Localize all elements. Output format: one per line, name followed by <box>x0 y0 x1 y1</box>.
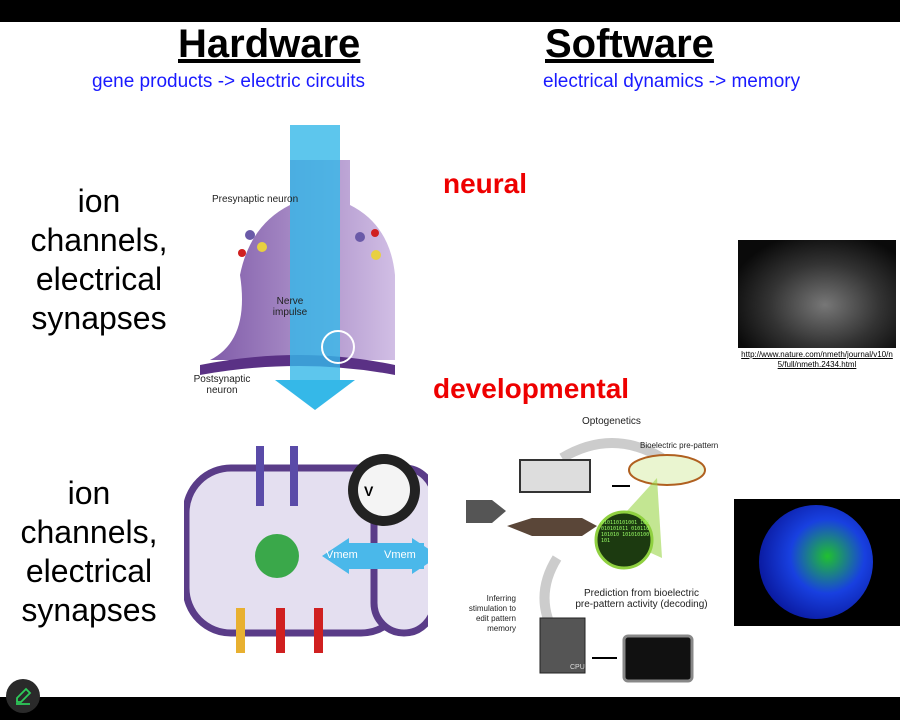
inferring-label: Inferring stimulation to edit pattern me… <box>468 594 516 633</box>
software-title: Software <box>545 22 714 66</box>
hardware-title: Hardware <box>178 22 361 66</box>
voltmeter-label: V <box>364 483 374 499</box>
cell-membrane-illustration <box>184 446 428 653</box>
vmem-label-left: Vmem <box>326 549 358 561</box>
optogenetics-label: Optogenetics <box>582 416 641 427</box>
postsynaptic-label: Postsynaptic neuron <box>193 374 251 396</box>
binary-pattern: 010110101001 100010101011 010110101010 1… <box>601 520 650 544</box>
software-subtitle: electrical dynamics -> memory <box>543 71 801 92</box>
annotate-button[interactable] <box>6 679 40 713</box>
optogenetics-illustration <box>466 438 706 683</box>
nerve-impulse-label: Nerve impulse <box>272 296 308 318</box>
row2-label: ion channels, electrical synapses <box>20 475 158 628</box>
synapse-illustration <box>200 125 395 410</box>
row1-label: ion channels, electrical synapses <box>30 183 168 336</box>
cpu-label: CPU <box>570 664 585 671</box>
bioelectric-embryo-image <box>734 499 900 626</box>
bioelectric-prepattern-label: Bioelectric pre-pattern <box>640 441 719 450</box>
pencil-icon <box>16 687 32 705</box>
vmem-label-right: Vmem <box>384 549 416 561</box>
neural-label: neural <box>443 168 528 199</box>
bottom-letterbox <box>0 697 900 720</box>
top-letterbox <box>0 0 900 22</box>
presynaptic-label: Presynaptic neuron <box>212 194 299 205</box>
brain-image-link[interactable]: http://www.nature.com/nmeth/journal/v10/… <box>741 350 893 369</box>
prediction-label: Prediction from bioelectric pre-pattern … <box>575 588 708 610</box>
hardware-subtitle: gene products -> electric circuits <box>92 71 365 92</box>
zebrafish-brain-image <box>738 240 896 348</box>
developmental-label: developmental <box>433 373 630 404</box>
